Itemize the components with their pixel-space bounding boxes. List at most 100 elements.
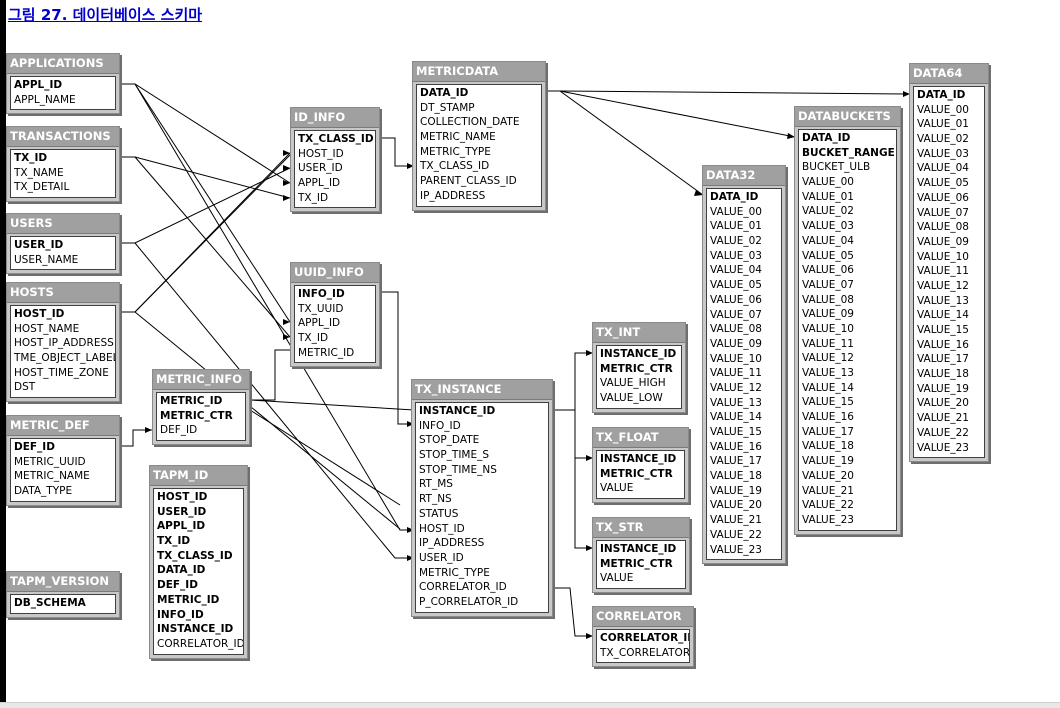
column: VALUE_05 [710,279,762,292]
column: VALUE_18 [802,440,854,453]
table-title: METRIC_DEF [7,416,119,436]
column: APPL_ID [298,177,341,190]
link-hosts-id-info-2 [134,154,291,313]
key-column: TX_ID [157,535,191,548]
column: HOST_ID [298,147,344,160]
arrowhead-icon [903,91,910,97]
key-column: INSTANCE_ID [600,543,677,555]
key-column: INFO_ID [298,288,345,300]
arrowhead-icon [586,455,593,461]
column: HOST_IP_ADDRESS [14,337,114,350]
column: TX_NAME [14,166,64,179]
column: CORRELATOR_ID [419,581,507,594]
column: VALUE_LOW [600,392,663,405]
column: VALUE_06 [802,264,854,277]
key-column: METRIC_CTR [600,557,673,570]
table-title: TX_STR [593,518,689,538]
column: VALUE_20 [710,499,762,512]
link-id-info-metricdata [380,137,414,167]
column: VALUE_21 [917,412,969,425]
column: VALUE_05 [917,177,969,190]
arrowhead-icon [407,421,414,427]
key-column: DATA_ID [157,564,206,577]
key-column: DEF_ID [14,441,55,453]
column: USER_ID [419,551,464,564]
arrowhead-icon [283,180,290,186]
column: PARENT_CLASS_ID [420,175,517,188]
column: DEF_ID [160,424,198,437]
link-metric-info-tx-instance [249,399,415,411]
key-column: INFO_ID [157,608,204,621]
key-column: INSTANCE_ID [419,405,496,417]
column: APPL_NAME [14,93,76,106]
table-title: METRICDATA [413,62,545,82]
column: VALUE_08 [802,293,854,306]
column: VALUE [600,572,634,585]
column: VALUE_09 [802,308,854,321]
column: VALUE_02 [710,235,762,248]
link-metric-info-uuid-info [250,349,290,401]
column: VALUE_11 [917,265,969,278]
column: VALUE_HIGH [600,377,666,390]
key-column: BUCKET_RANGE [802,146,895,159]
table-title: DATA32 [703,166,785,186]
column: RT_MS [419,478,453,491]
table-tapm-version[interactable]: TAPM_VERSION DB_SCHEMA [6,571,120,618]
column: TME_OBJECT_LABEL [14,352,115,365]
column: VALUE_23 [710,543,762,556]
arrowhead-icon [283,150,290,156]
table-title: TAPM_VERSION [7,572,119,592]
column: VALUE_09 [710,337,762,350]
link-metric-def-metric-info [120,429,152,447]
column: BUCKET_ULB [802,161,871,174]
key-column: INSTANCE_ID [157,623,234,636]
arrowhead-icon [586,350,593,356]
key-column: DB_SCHEMA [14,597,86,609]
column: VALUE_17 [802,425,854,438]
column: METRIC_NAME [14,470,90,483]
column: VALUE_01 [710,220,762,233]
column: VALUE_16 [802,411,854,424]
column: VALUE_11 [802,337,854,350]
column: VALUE_12 [802,352,854,365]
column: VALUE_10 [802,322,854,335]
column: VALUE_16 [710,440,762,453]
column: TX_CORRELATOR [600,646,689,659]
column: STOP_TIME_S [419,449,490,462]
column: VALUE_02 [917,133,969,146]
figure-caption[interactable]: 그림 27. 데이터베이스 스키마 [8,6,203,24]
table-title: TRANSACTIONS [7,127,119,147]
column: VALUE_22 [710,528,762,541]
column: VALUE_14 [802,381,854,394]
key-column: METRIC_CTR [160,409,233,422]
column: VALUE_00 [802,176,854,189]
key-column: APPL_ID [157,520,206,533]
arrowhead-icon [694,190,703,196]
column: VALUE_10 [710,352,762,365]
column: VALUE_15 [710,426,762,438]
table-tx-str[interactable]: TX_STR INSTANCE_ID METRIC_CTR VALUE [592,517,690,594]
